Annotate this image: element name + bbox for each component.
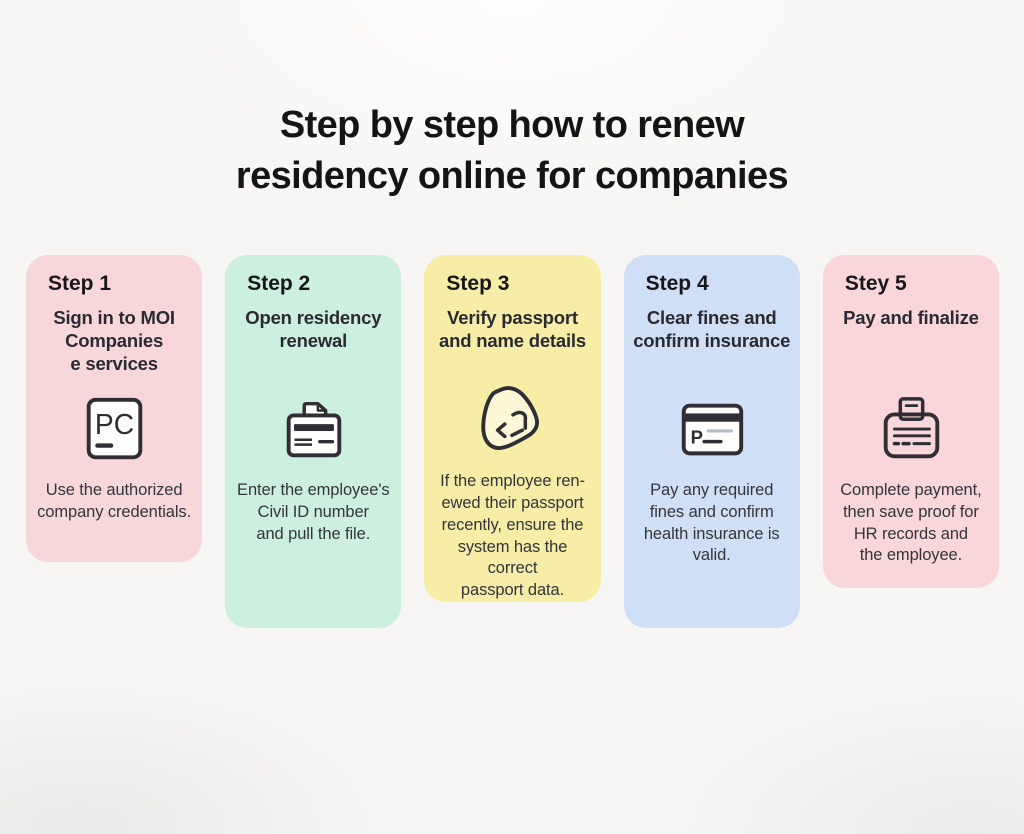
title-line-1: Step by step how to renew [279,104,745,146]
step-card-1: Step 1 Sign in to MOI Companies e servic… [26,255,203,562]
step-subtitle: Pay and finalize [843,307,979,329]
step-description: Enter the employee's Civil ID number and… [237,481,390,543]
step-subtitle: Clear fines and confirm insurance [633,307,791,352]
step-heading: Step 4 [645,272,709,295]
step-card-2: Step 2 Open residency renewal Enter the … [225,255,402,628]
step-card-5: Stey 5 Pay and finalize Complete payment… [822,255,1000,588]
title-line-2: residency online for companies [235,154,789,197]
payment-card-icon: P [632,391,792,469]
step-heading: Step 2 [247,272,311,295]
infographic-title: Step by step how to renew residency onli… [0,100,1024,201]
step-description: Complete payment, then save proof for HR… [840,481,982,565]
step-cards-row: Step 1 Sign in to MOI Companies e servic… [26,255,1000,628]
step-description: Pay any required fines and confirm healt… [643,481,780,565]
step-description: If the employee ren- ewed their passport… [440,472,585,600]
step-description: Use the authorized company credentials. [37,481,192,521]
svg-text:PC: PC [95,408,134,440]
passport-verify-icon [432,382,592,460]
step-heading: Stey 5 [844,272,907,295]
receipt-printer-icon [831,391,991,469]
step-subtitle: Verify passport and name details [439,307,586,352]
step-subtitle: Open residency renewal [245,307,382,352]
residency-file-icon [233,391,393,469]
step-subtitle: Sign in to MOI Companies e services [53,307,175,375]
pc-monitor-icon: PC [34,391,194,469]
step-card-4: Step 4 Clear fines and confirm insurance… [623,255,800,628]
step-heading: Step 3 [446,272,510,295]
step-heading: Step 1 [48,272,112,295]
svg-text:P: P [690,427,702,448]
step-card-3: Step 3 Verify passport and name details … [424,255,601,602]
